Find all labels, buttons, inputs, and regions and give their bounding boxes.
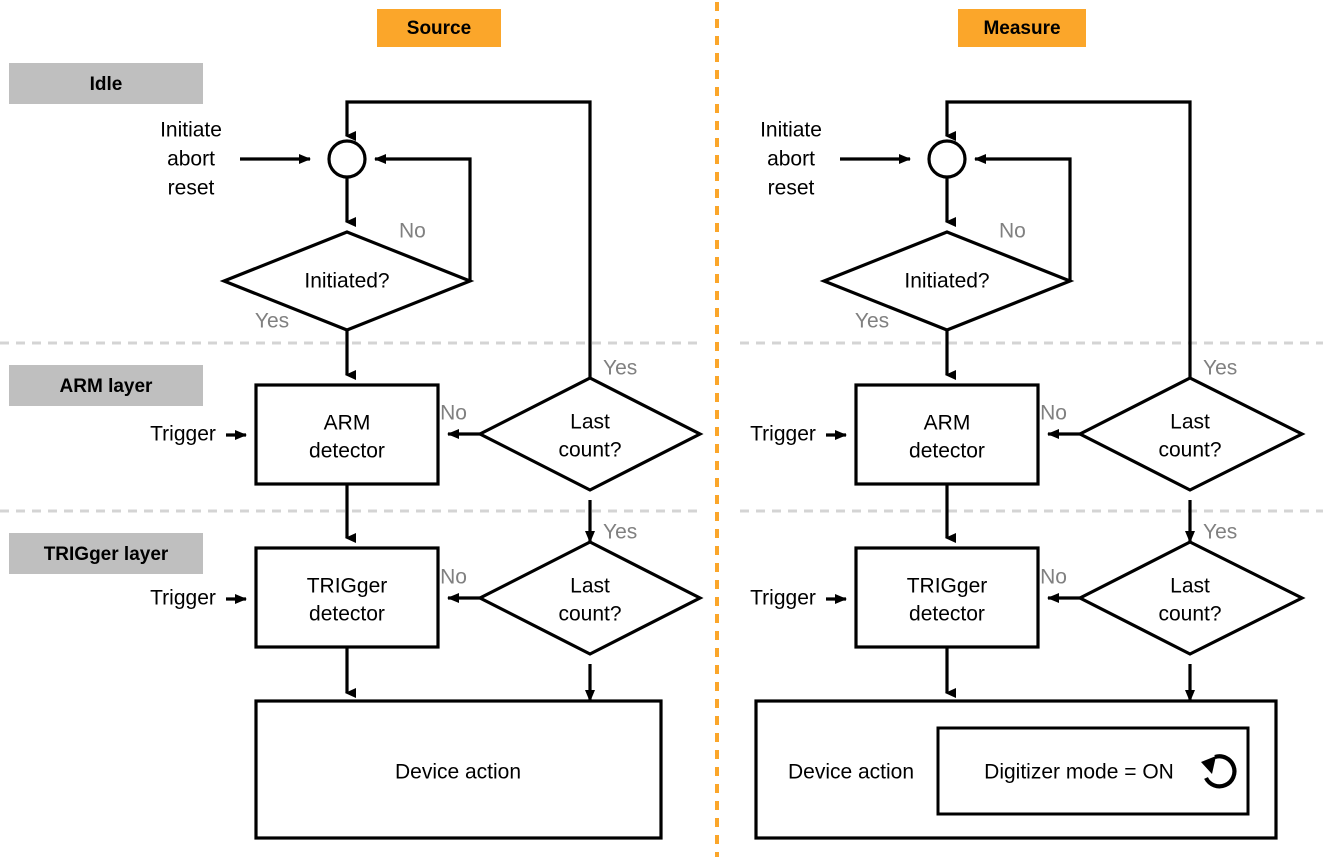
source-title-badge: [377, 9, 501, 47]
source-trigger-trigger-label: Trigger: [150, 587, 216, 610]
measure-trigger-detector-line2: detector: [909, 603, 985, 626]
source-initiated-no-path: [374, 154, 472, 281]
source-return-loop: [345, 100, 592, 378]
loop-arrow-icon: [1201, 754, 1237, 789]
measure-trigger-last-count-line2: count?: [1158, 603, 1221, 626]
source-entry-line1: Initiate: [160, 119, 222, 142]
source-arm-last-count-line1: Last: [570, 411, 610, 434]
column-title-measure: Measure: [958, 9, 1086, 47]
source-arm-detector-box: [254, 383, 440, 486]
measure-initiated-yes-label: Yes: [855, 310, 889, 333]
source-merge-node: [327, 139, 367, 179]
measure-initiated-no-path: [974, 154, 1072, 281]
source-initiated-yes-label: Yes: [255, 310, 289, 333]
measure-arm-trigger-label: Trigger: [750, 423, 816, 446]
measure-arm-last-count-yes-label: Yes: [1203, 357, 1237, 380]
measure-digitizer-label: Digitizer mode = ON: [984, 761, 1174, 784]
source-trigger-last-count-decision: [476, 540, 704, 656]
source-arm-detector-line2: detector: [309, 440, 385, 463]
arm-layer-badge: [9, 365, 203, 406]
measure-return-loop: [945, 100, 1192, 378]
source-title-label: Source: [407, 18, 471, 39]
column-title-source: Source: [377, 9, 501, 47]
source-entry-label: Initiate abort reset: [160, 119, 222, 200]
source-trigger-last-count-line1: Last: [570, 575, 610, 598]
measure-entry-line1: Initiate: [760, 119, 822, 142]
measure-arm-detector-line2: detector: [909, 440, 985, 463]
source-device-action-box: [254, 699, 663, 840]
measure-trigger-detector-line1: TRIGger: [907, 575, 988, 598]
measure-arm-last-count-line1: Last: [1170, 411, 1210, 434]
measure-title-label: Measure: [983, 18, 1060, 39]
trigger-layer-badge: [9, 533, 203, 574]
measure-title-badge: [958, 9, 1086, 47]
source-trigger-last-count-no-label: No: [440, 566, 467, 589]
idle-layer-label: Idle: [90, 74, 123, 95]
measure-digitizer-box: [936, 726, 1250, 816]
source-trigger-last-count-yes-label: Yes: [603, 521, 637, 544]
source-arm-detector-line1: ARM: [324, 412, 371, 435]
layer-title-trigger: TRIGger layer: [9, 533, 203, 574]
measure-device-action-label: Device action: [788, 761, 914, 784]
arm-layer-label: ARM layer: [60, 376, 154, 397]
layer-title-idle: Idle: [9, 63, 203, 104]
measure-entry-line3: reset: [768, 177, 815, 200]
source-arm-last-count-line2: count?: [558, 439, 621, 462]
source-device-action-label: Device action: [395, 761, 521, 784]
measure-trigger-last-count-decision: [1076, 540, 1306, 656]
layer-title-arm: ARM layer: [9, 365, 203, 406]
measure-arm-detector-line1: ARM: [924, 412, 971, 435]
source-arm-trigger-label: Trigger: [150, 423, 216, 446]
measure-trigger-trigger-label: Trigger: [750, 587, 816, 610]
measure-trigger-last-count-yes-label: Yes: [1203, 521, 1237, 544]
measure-arm-last-count-no-label: No: [1040, 402, 1067, 425]
trigger-layer-label: TRIGger layer: [44, 544, 169, 565]
source-entry-line2: abort: [167, 148, 215, 171]
source-trigger-detector-line1: TRIGger: [307, 575, 388, 598]
measure-initiated-no-label: No: [999, 220, 1026, 243]
source-initiated-no-label: No: [399, 220, 426, 243]
measure-trigger-last-count-line1: Last: [1170, 575, 1210, 598]
measure-initiated-label: Initiated?: [904, 270, 989, 293]
measure-entry-label: Initiate abort reset: [760, 119, 822, 200]
measure-trigger-last-count-no-label: No: [1040, 566, 1067, 589]
source-trigger-last-count-line2: count?: [558, 603, 621, 626]
source-arm-last-count-no-label: No: [440, 402, 467, 425]
source-trigger-detector-line2: detector: [309, 603, 385, 626]
idle-layer-badge: [9, 63, 203, 104]
measure-arm-last-count-decision: [1076, 376, 1306, 492]
measure-arm-last-count-line2: count?: [1158, 439, 1221, 462]
measure-merge-node: [927, 139, 967, 179]
source-arm-last-count-decision: [476, 376, 704, 492]
source-trigger-detector-box: [254, 546, 440, 649]
measure-arm-detector-box: [854, 383, 1040, 486]
source-arm-last-count-yes-label: Yes: [603, 357, 637, 380]
measure-entry-line2: abort: [767, 148, 815, 171]
source-entry-line3: reset: [168, 177, 215, 200]
measure-trigger-detector-box: [854, 546, 1040, 649]
source-initiated-label: Initiated?: [304, 270, 389, 293]
